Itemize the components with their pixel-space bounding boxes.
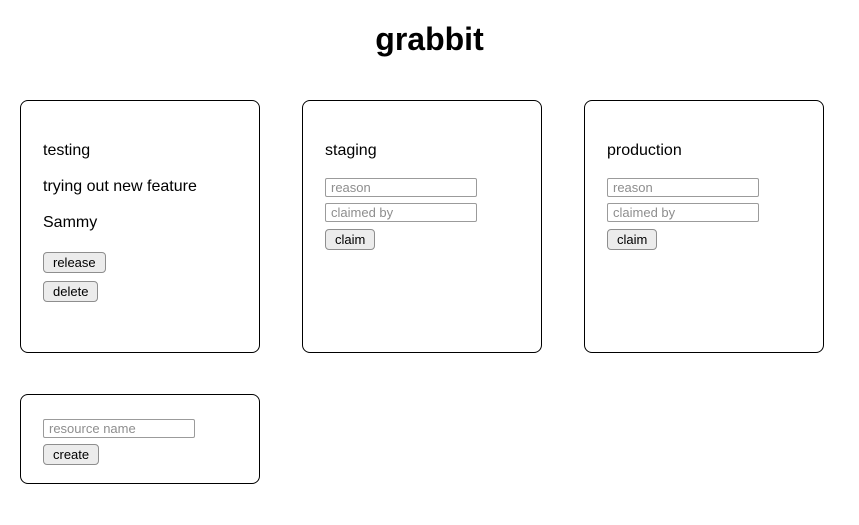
resource-name: production xyxy=(607,142,682,159)
claimed-by-input[interactable] xyxy=(325,203,477,222)
claimed-by-input[interactable] xyxy=(607,203,759,222)
resource-card-production: production claim xyxy=(584,100,824,353)
resource-name: staging xyxy=(325,142,377,159)
claim-button[interactable]: claim xyxy=(325,229,376,250)
create-button[interactable]: create xyxy=(43,444,100,465)
claim-button[interactable]: claim xyxy=(607,229,658,250)
release-button[interactable]: release xyxy=(43,252,106,273)
reason-input[interactable] xyxy=(607,178,759,197)
resource-name: testing xyxy=(43,142,91,159)
resource-name-input[interactable] xyxy=(43,419,195,438)
page-title: grabbit xyxy=(375,21,484,57)
reason-input[interactable] xyxy=(325,178,477,197)
delete-button[interactable]: delete xyxy=(43,281,99,302)
resource-card-staging: staging claim xyxy=(302,100,542,353)
claim-reason-text: trying out new feature xyxy=(43,178,197,195)
create-resource-panel: create xyxy=(20,394,260,484)
resource-card-testing: testing trying out new feature Sammy rel… xyxy=(20,100,260,353)
claimed-by-text: Sammy xyxy=(43,214,98,231)
resources-row: testing trying out new feature Sammy rel… xyxy=(0,100,859,353)
